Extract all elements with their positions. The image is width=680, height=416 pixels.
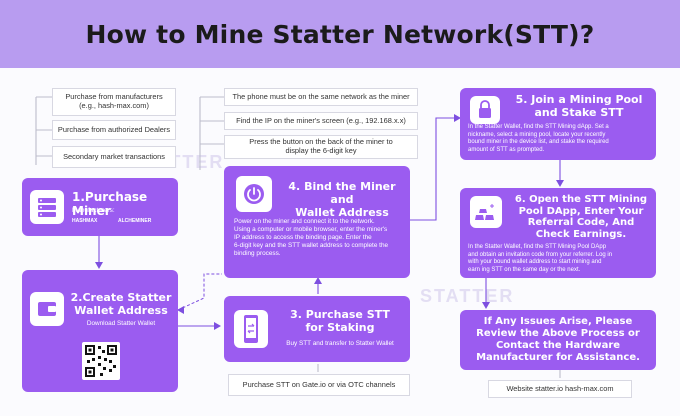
bind-step-ip: Find the IP on the miner's screen (e.g.,… bbox=[224, 112, 418, 130]
step-5-description: In the Statter Wallet, find the STT Mini… bbox=[468, 124, 609, 153]
step-5-title: 5. Join a Mining Pool and Stake STT bbox=[515, 93, 643, 119]
bind-step-key: Press the button on the back of the mine… bbox=[224, 135, 418, 159]
step-5-card: 5. Join a Mining Pool and Stake STT In t… bbox=[460, 88, 656, 160]
qr-code bbox=[82, 342, 120, 380]
step-3-subtitle: Buy STT and transfer to Statter Wallet bbox=[286, 340, 394, 347]
bind-step-network: The phone must be on the same network as… bbox=[224, 88, 418, 106]
step-1-title: 1.Purchase Miner bbox=[72, 190, 148, 218]
step-2-subtitle: Download Statter Wallet bbox=[86, 320, 156, 327]
help-card: If Any Issues Arise, Please Review the A… bbox=[460, 310, 656, 370]
step-3-note: Purchase STT on Gate.io or via OTC chann… bbox=[228, 374, 410, 396]
purchase-source-secondary: Secondary market transactions bbox=[52, 146, 176, 168]
step-6-description: In the Statter Wallet, find the STT Mini… bbox=[468, 244, 613, 273]
step-6-title: 6. Open the STT Mining Pool DApp, Enter … bbox=[514, 194, 648, 240]
step-4-title: 4. Bind the Miner and Wallet Address bbox=[288, 180, 396, 220]
lock-icon bbox=[470, 96, 500, 124]
page-title: How to Mine Statter Network(STT)? bbox=[85, 19, 595, 49]
step-1-subtitle: Manufacturers: bbox=[72, 207, 115, 214]
step-3-title: 3. Purchase STT for Staking bbox=[290, 308, 390, 335]
purchase-source-manufacturers: Purchase from manufacturers (e.g., hash-… bbox=[52, 88, 176, 116]
power-icon bbox=[236, 176, 272, 212]
step-1-card: 1.Purchase Miner Manufacturers: HASHMAX … bbox=[22, 178, 178, 236]
logo-alcheminer: ALCHEMINER bbox=[118, 218, 152, 224]
step-2-card: 2.Create Statter Wallet Address Download… bbox=[22, 270, 178, 392]
watermark: STATTER bbox=[420, 286, 515, 306]
step-3-card: 3. Purchase STT for Staking Buy STT and … bbox=[224, 296, 410, 362]
wallet-icon bbox=[30, 292, 64, 326]
server-icon bbox=[30, 190, 64, 224]
gold-bars-icon bbox=[470, 196, 502, 228]
help-text: If Any Issues Arise, Please Review the A… bbox=[476, 316, 640, 363]
purchase-source-dealers: Purchase from authorized Dealers bbox=[52, 120, 176, 140]
step-2-title: 2.Create Statter Wallet Address bbox=[70, 291, 172, 317]
phone-exchange-icon bbox=[234, 310, 268, 348]
title-bar: How to Mine Statter Network(STT)? bbox=[0, 0, 680, 68]
logo-hashmax: HASHMAX bbox=[72, 218, 98, 224]
step-4-description: Power on the miner and connect it to the… bbox=[234, 218, 389, 257]
step-4-card: 4. Bind the Miner and Wallet Address Pow… bbox=[224, 166, 410, 278]
step-6-card: 6. Open the STT Mining Pool DApp, Enter … bbox=[460, 188, 656, 278]
website-links: Website statter.io hash-max.com bbox=[488, 380, 632, 398]
